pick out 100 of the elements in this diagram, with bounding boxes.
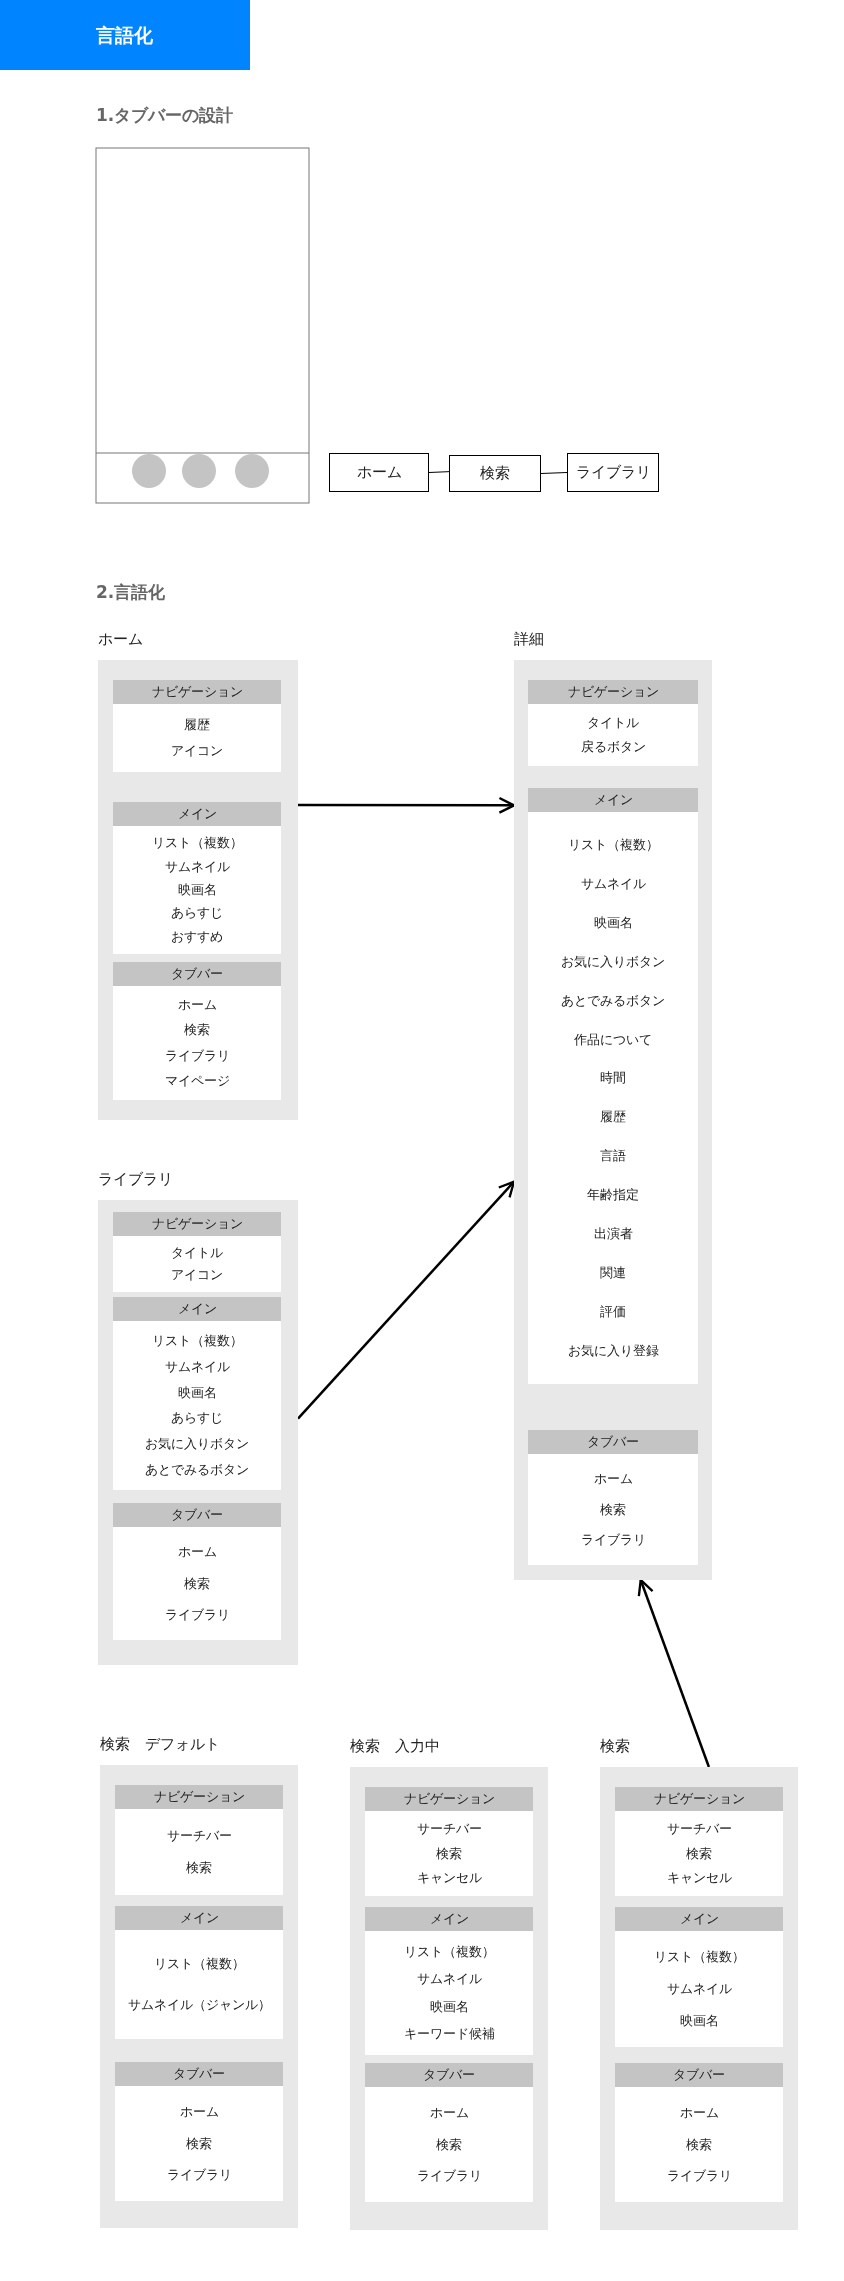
item-label: リスト（複数） [151,1332,243,1349]
item-label: 検索 [600,1501,626,1518]
screen-title: 検索 デフォルト [100,1734,220,1755]
section-card [528,1430,698,1565]
item-label: アイコン [171,1267,223,1284]
item-label: サムネイル [666,1981,732,1997]
connector-line [428,471,450,473]
tab-label: 検索 [480,463,510,485]
screen-title: 詳細 [514,629,544,650]
screen-title: ライブラリ [98,1169,173,1190]
section-heading: 2.言語化 [96,581,166,604]
section-card [528,680,698,766]
item-label: お気に入りボタン [145,1436,249,1453]
item-label: リスト（複数） [653,1949,745,1965]
item-label: ライブラリ [164,1047,230,1064]
section-heading: 1.タブバーの設計 [96,104,234,127]
item-label: ライブラリ [416,2168,482,2185]
item-label: アイコン [171,743,223,760]
item-label: ライブラリ [580,1532,646,1549]
item-label: マイページ [164,1072,230,1089]
section-header: ナビゲーション [528,680,698,704]
item-label: あらすじ [171,905,223,922]
item-label: サムネイル [416,1971,482,1988]
item-label: リスト（複数） [567,836,659,853]
section-header: ナビゲーション [113,680,281,704]
section-card [113,802,281,954]
item-label: 映画名 [593,914,633,931]
section-card [113,1297,281,1490]
section-header: タブバー [528,1430,698,1454]
item-label: 出演者 [593,1226,633,1243]
item-label: サムネイル（ジャンル） [127,1996,271,2013]
item-label: 検索 [436,2136,462,2153]
section-header: ナビゲーション [113,1212,281,1236]
arrow [637,1578,711,1768]
item-label: あとでみるボタン [561,992,665,1009]
item-label: サムネイル [580,875,646,892]
section-card [365,1787,533,1896]
tab-box [329,453,429,492]
item-label: 年齢指定 [587,1187,639,1204]
item-label: あらすじ [171,1410,223,1427]
item-label: 映画名 [177,882,217,898]
section-header: メイン [615,1907,783,1931]
item-label: 検索 [686,2136,712,2153]
arrow [298,796,516,814]
section-header: メイン [115,1906,283,1930]
item-label: 映画名 [177,1384,217,1401]
tab-label: ライブラリ [575,462,651,484]
section-header: メイン [365,1907,533,1931]
screen-title: 検索 [600,1736,630,1757]
section-header: メイン [528,788,698,812]
section-header: ナビゲーション [365,1787,533,1811]
item-label: キャンセル [666,1869,732,1886]
item-label: 検索 [184,1575,210,1592]
item-label: 映画名 [429,1998,469,2015]
item-label: サーチバー [666,1821,732,1838]
item-label: ホーム [179,2103,219,2120]
item-label: 検索 [186,1860,212,1877]
item-label: ホーム [679,2104,719,2121]
section-card [113,1212,281,1292]
item-label: ホーム [593,1470,633,1487]
item-label: タイトル [171,1244,223,1261]
section-card [528,788,698,1384]
item-label: ライブラリ [666,2168,732,2185]
item-label: 戻るボタン [580,739,646,756]
item-label: ホーム [177,1544,217,1561]
item-label: ライブラリ [164,1606,230,1623]
item-label: 検索 [686,1845,712,1862]
screen-title: 検索 入力中 [350,1736,440,1757]
section-card [115,2062,283,2201]
item-label: 履歴 [184,716,210,733]
item-label: タイトル [587,714,639,731]
section-card [615,1907,783,2047]
item-label: お気に入り登録 [567,1342,659,1359]
item-label: リスト（複数） [153,1956,245,1973]
item-label: キャンセル [416,1869,482,1886]
section-header: ナビゲーション [115,1785,283,1809]
item-label: あとでみるボタン [145,1462,249,1479]
title-banner: 言語化 [0,0,250,70]
item-label: おすすめ [171,928,223,945]
section-card [113,962,281,1100]
item-label: 作品について [574,1031,652,1048]
item-label: 検索 [186,2135,212,2152]
section-header: タブバー [365,2063,533,2087]
section-header: ナビゲーション [615,1787,783,1811]
item-label: ホーム [429,2104,469,2121]
section-card [113,1503,281,1640]
section-card [115,1785,283,1895]
arrow [297,1180,516,1420]
section-card [615,2063,783,2202]
section-header: メイン [113,802,281,826]
tab-box [449,455,541,492]
screen-title: ホーム [98,629,143,650]
section-card [365,1907,533,2055]
item-label: キーワード候補 [403,2025,495,2042]
item-label: 検索 [436,1845,462,1862]
item-label: サムネイル [164,1358,230,1375]
section-header: メイン [113,1297,281,1321]
item-label: リスト（複数） [403,1944,495,1961]
item-label: 時間 [600,1070,626,1087]
connector-line [540,472,568,474]
